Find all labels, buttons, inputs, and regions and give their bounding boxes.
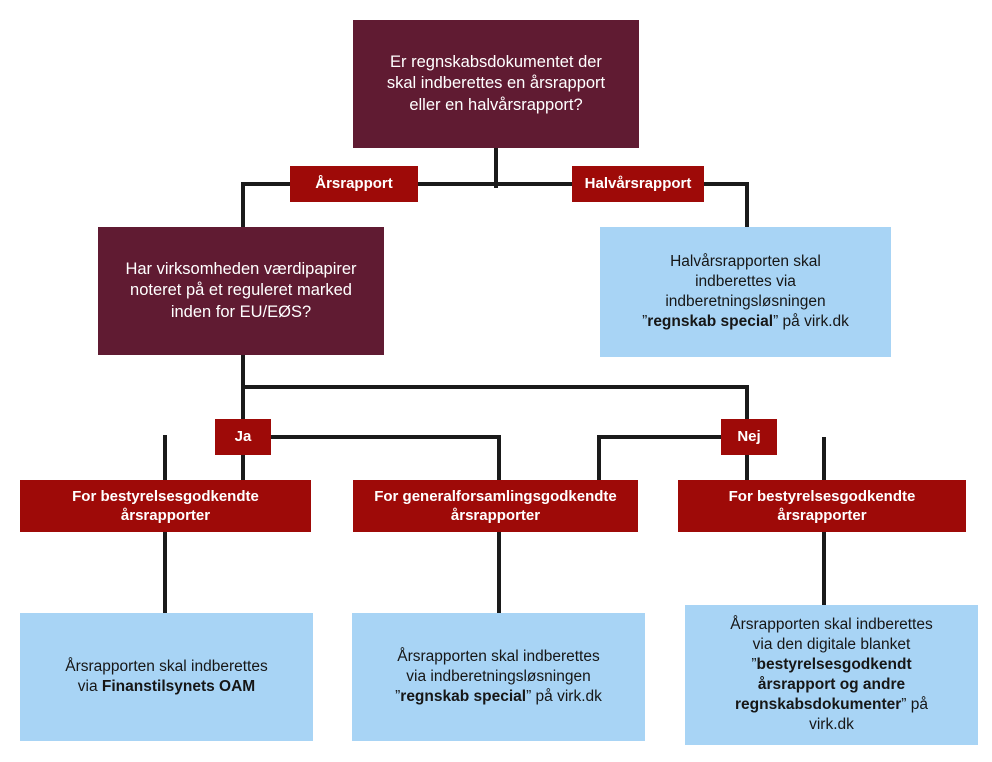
- connector-nej-left: [597, 435, 749, 439]
- connector-nej-down: [745, 385, 749, 435]
- outcome-rs-quote-open: ”: [395, 688, 401, 706]
- outcome-halvars-line1: Halvårsrapporten skal: [670, 252, 821, 270]
- outcome-db-form-name-3: regnskabsdokumenter: [735, 696, 902, 714]
- category-board-approved-right: For bestyrelsesgodkendte årsrapporter: [678, 480, 966, 532]
- outcome-halvars-quote-close: ” på virk.dk: [773, 313, 849, 331]
- connector-red1-to-blue1: [163, 532, 167, 614]
- outcome-regnskab-special-text: Årsrapporten skal indberettes via indbere…: [385, 647, 612, 707]
- category-board-approved-right-text: For bestyrelsesgodkendte årsrapporter: [728, 487, 916, 525]
- outcome-oam-line1: Årsrapporten skal indberettes: [65, 657, 268, 675]
- outcome-db-line2: via den digitale blanket: [752, 635, 911, 653]
- category-board-approved-left-text: For bestyrelsesgodkendte årsrapporter: [72, 487, 259, 525]
- outcome-halvars-solution-name: regnskab special: [647, 313, 774, 331]
- branch-label-halvarsrapport[interactable]: Halvårsrapport: [572, 166, 704, 202]
- connector-ja-top-stub: [241, 385, 245, 421]
- connector-nej-bottom-stub: [745, 453, 749, 483]
- connector-arsrapport-down: [241, 182, 245, 229]
- connector-red2-from-ja: [497, 435, 501, 482]
- branch-label-arsrapport[interactable]: Årsrapport: [290, 166, 418, 202]
- outcome-db-line1: Årsrapporten skal indberettes: [730, 615, 933, 633]
- connector-branch-bus: [243, 182, 749, 186]
- connector-ja-to-red1: [163, 437, 167, 482]
- branch-label-arsrapport-text: Årsrapport: [315, 175, 393, 193]
- branch-label-nej-text: Nej: [737, 428, 761, 446]
- listed-question-box: Har virksomheden værdipapirer noteret på…: [98, 227, 384, 355]
- outcome-halvars-line2: indberettes via: [695, 272, 796, 290]
- branch-label-halvarsrapport-text: Halvårsrapport: [584, 175, 692, 193]
- connector-ja-branch-left-down: [163, 435, 167, 439]
- listed-question-text: Har virksomheden værdipapirer noteret på…: [125, 259, 357, 321]
- outcome-halvarsrapport-text: Halvårsrapporten skal indberettes via indb…: [632, 252, 859, 333]
- category-general-assembly-approved-text: For generalforsamlingsgodkendte årsrappo…: [374, 487, 617, 525]
- connector-ja-bottom-stub: [241, 453, 245, 483]
- root-question-box: Er regnskabsdokumentet der skal indberet…: [353, 20, 639, 148]
- connector-red2-to-blue2: [497, 532, 501, 614]
- connector-nej-to-red3: [822, 437, 826, 482]
- outcome-oam-system-name: Finanstilsynets OAM: [101, 678, 256, 695]
- outcome-rs-solution-name: regnskab special: [400, 688, 527, 706]
- outcome-rs-quote-close: ” på virk.dk: [526, 688, 602, 706]
- outcome-digital-blanket-text: Årsrapporten skal indberettes via den dig…: [720, 615, 942, 736]
- outcome-db-form-name-1: bestyrelsesgodkendt: [756, 655, 912, 673]
- outcome-db-quote-open: ”: [751, 655, 757, 673]
- outcome-halvarsrapport-box: Halvårsrapporten skal indberettes via indb…: [600, 227, 891, 357]
- category-board-approved-left: For bestyrelsesgodkendte årsrapporter: [20, 480, 311, 532]
- branch-label-ja[interactable]: Ja: [215, 419, 271, 455]
- connector-janej-bus: [241, 385, 749, 389]
- outcome-oam-text: Årsrapporten skal indberettes via Finanst…: [55, 657, 277, 697]
- outcome-rs-line1: Årsrapporten skal indberettes: [397, 647, 600, 665]
- connector-red2-from-nej: [597, 435, 601, 482]
- outcome-oam-line2-pre: via: [77, 678, 102, 695]
- outcome-rs-line2: via indberetningsløsningen: [406, 667, 591, 685]
- connector-halvarsrapport-down: [745, 182, 749, 229]
- outcome-db-form-name-2: årsrapport og andre: [757, 676, 906, 693]
- outcome-halvars-line3: indberetningsløsningen: [665, 293, 826, 310]
- outcome-db-line6: virk.dk: [809, 716, 854, 734]
- outcome-regnskab-special-box: Årsrapporten skal indberettes via indbere…: [352, 613, 645, 741]
- connector-root-down: [494, 148, 498, 188]
- outcome-halvars-quote-open: ”: [642, 313, 648, 331]
- outcome-db-quote-close: ” på: [901, 696, 928, 714]
- outcome-finanstilsynet-oam-box: Årsrapporten skal indberettes via Finanst…: [20, 613, 313, 741]
- connector-red3-to-blue3: [822, 532, 826, 606]
- connector-ja-right: [241, 435, 501, 439]
- root-question-text: Er regnskabsdokumentet der skal indberet…: [386, 52, 606, 114]
- category-general-assembly-approved: For generalforsamlingsgodkendte årsrappo…: [353, 480, 638, 532]
- branch-label-nej[interactable]: Nej: [721, 419, 777, 455]
- outcome-digital-blanket-box: Årsrapporten skal indberettes via den dig…: [685, 605, 978, 745]
- branch-label-ja-text: Ja: [234, 428, 252, 446]
